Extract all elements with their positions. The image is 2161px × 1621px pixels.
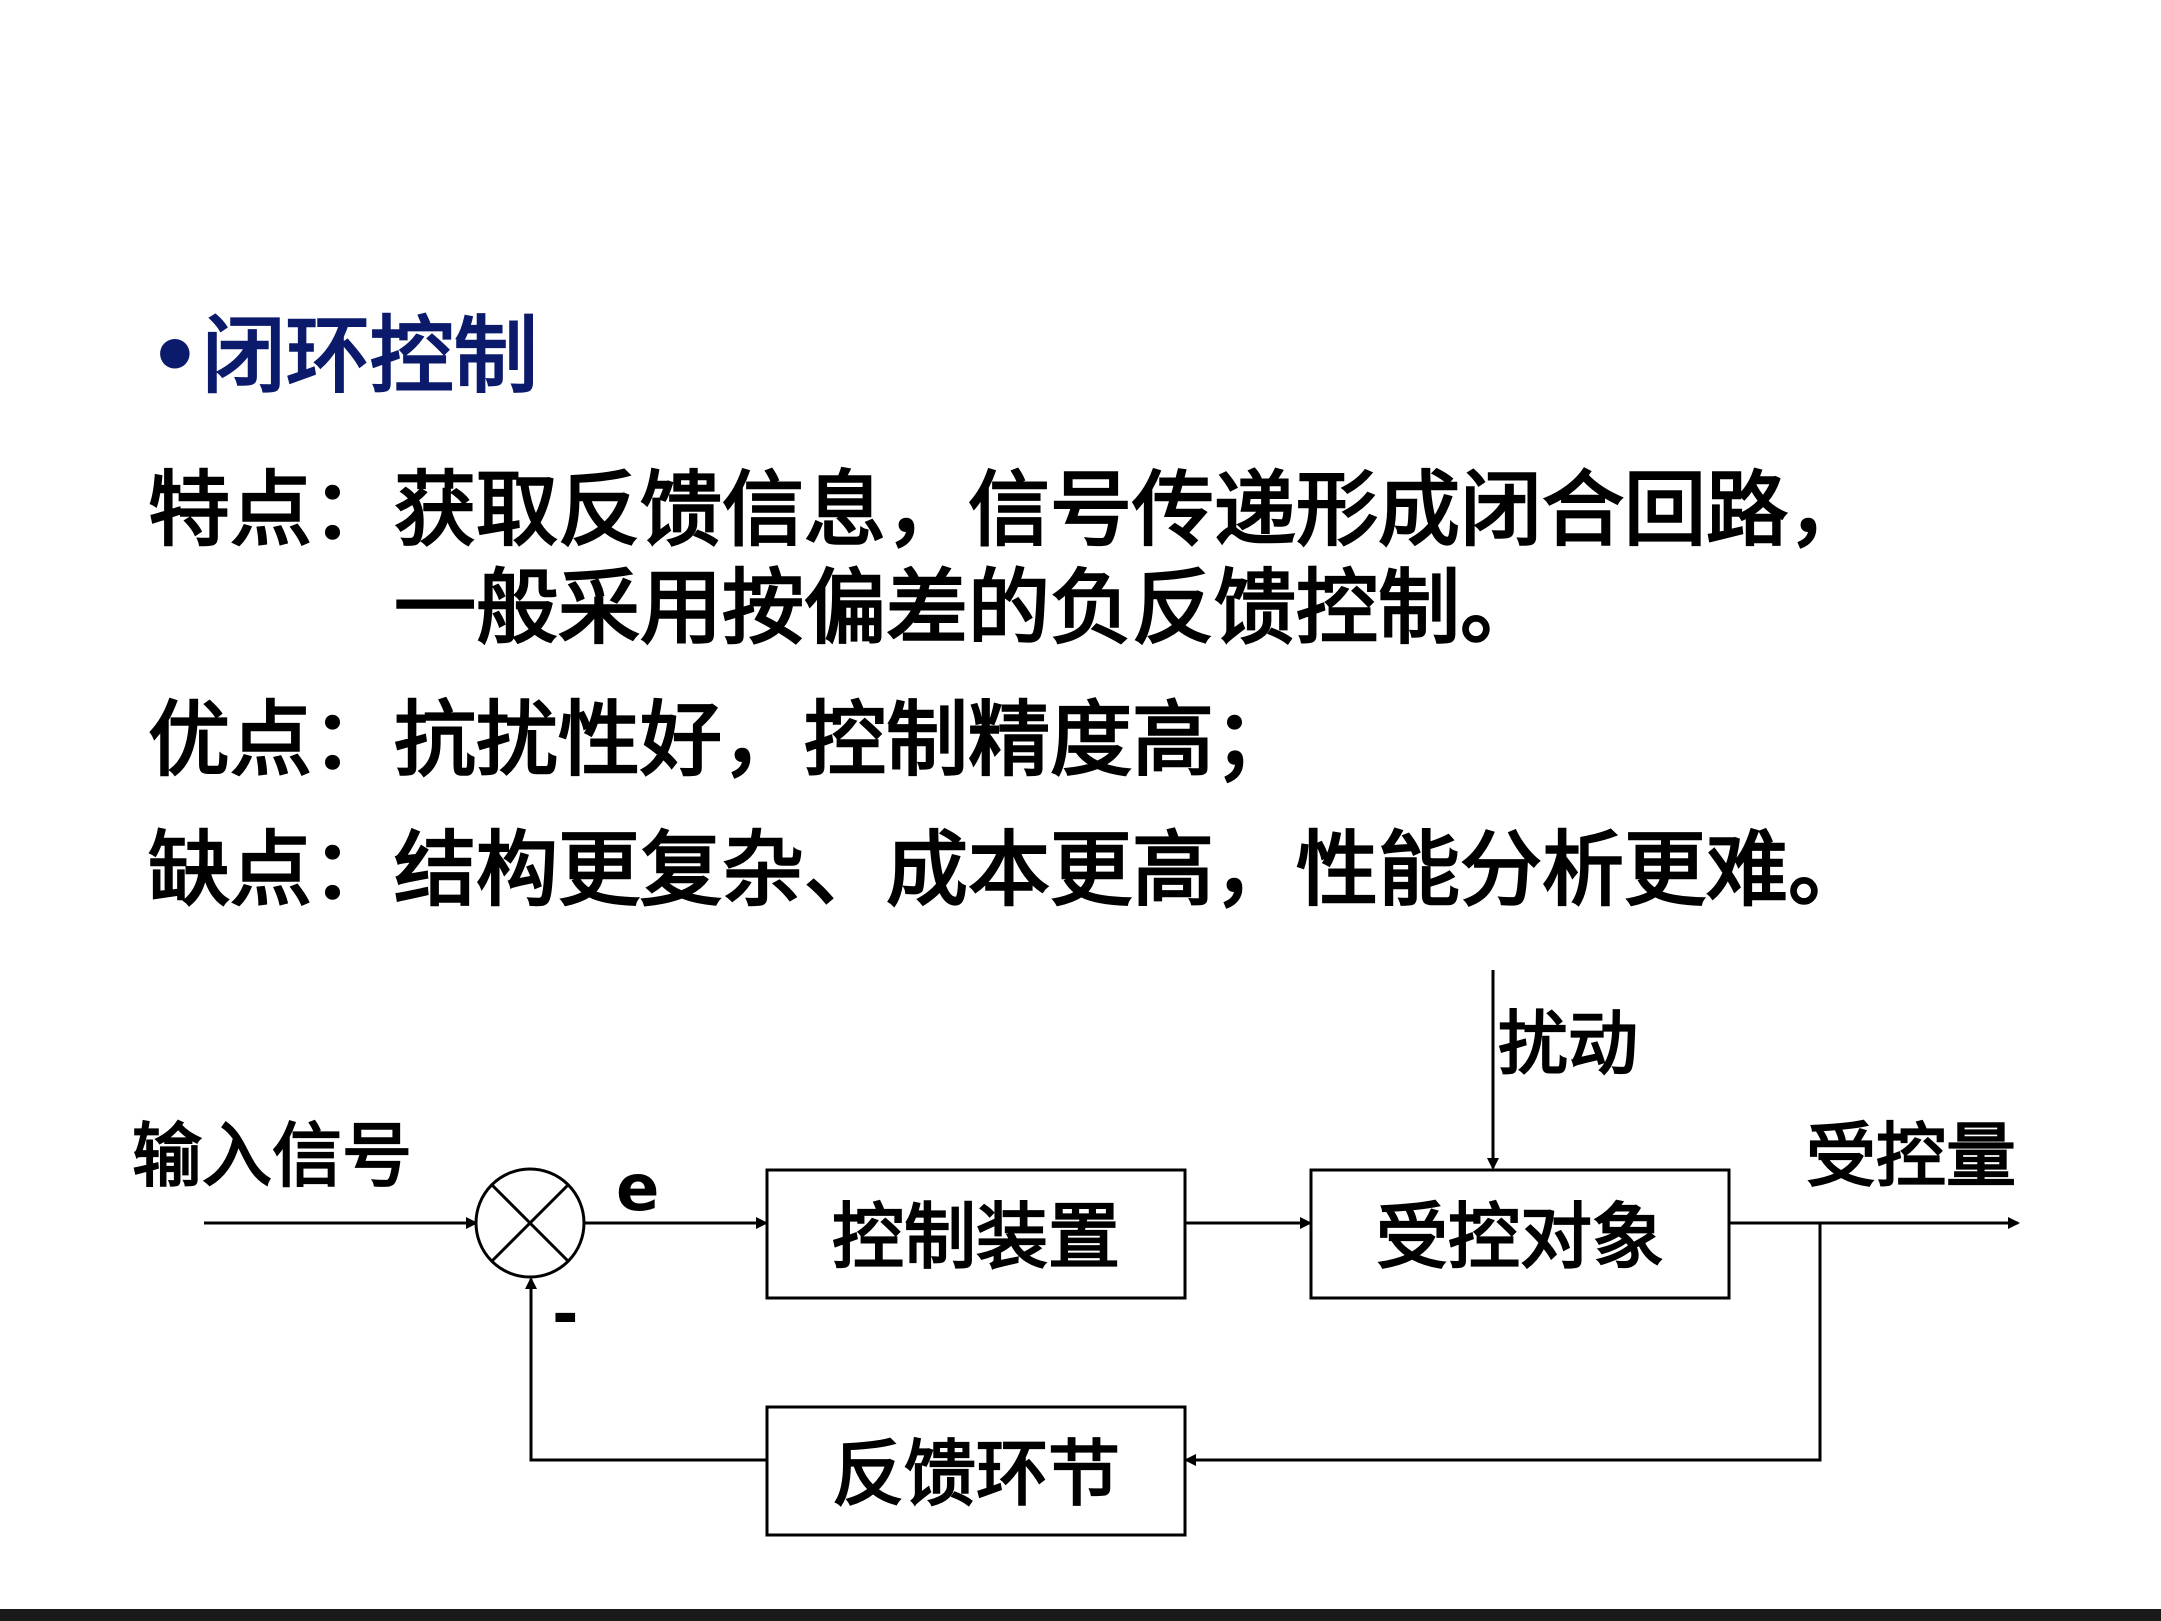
- plant-label: 受控对象: [1376, 1195, 1664, 1279]
- error-label: e: [616, 1152, 659, 1226]
- summing-junction: [476, 1169, 584, 1277]
- output-label: 受控量: [1806, 1115, 2016, 1197]
- controller-label: 控制装置: [832, 1195, 1120, 1279]
- disturbance-label: 扰动: [1498, 1003, 1638, 1085]
- bottom-bar: [0, 1609, 2161, 1621]
- minus-label: -: [552, 1278, 579, 1352]
- feedback-label: 反馈环节: [832, 1432, 1120, 1516]
- input-label: 输入信号: [132, 1115, 412, 1197]
